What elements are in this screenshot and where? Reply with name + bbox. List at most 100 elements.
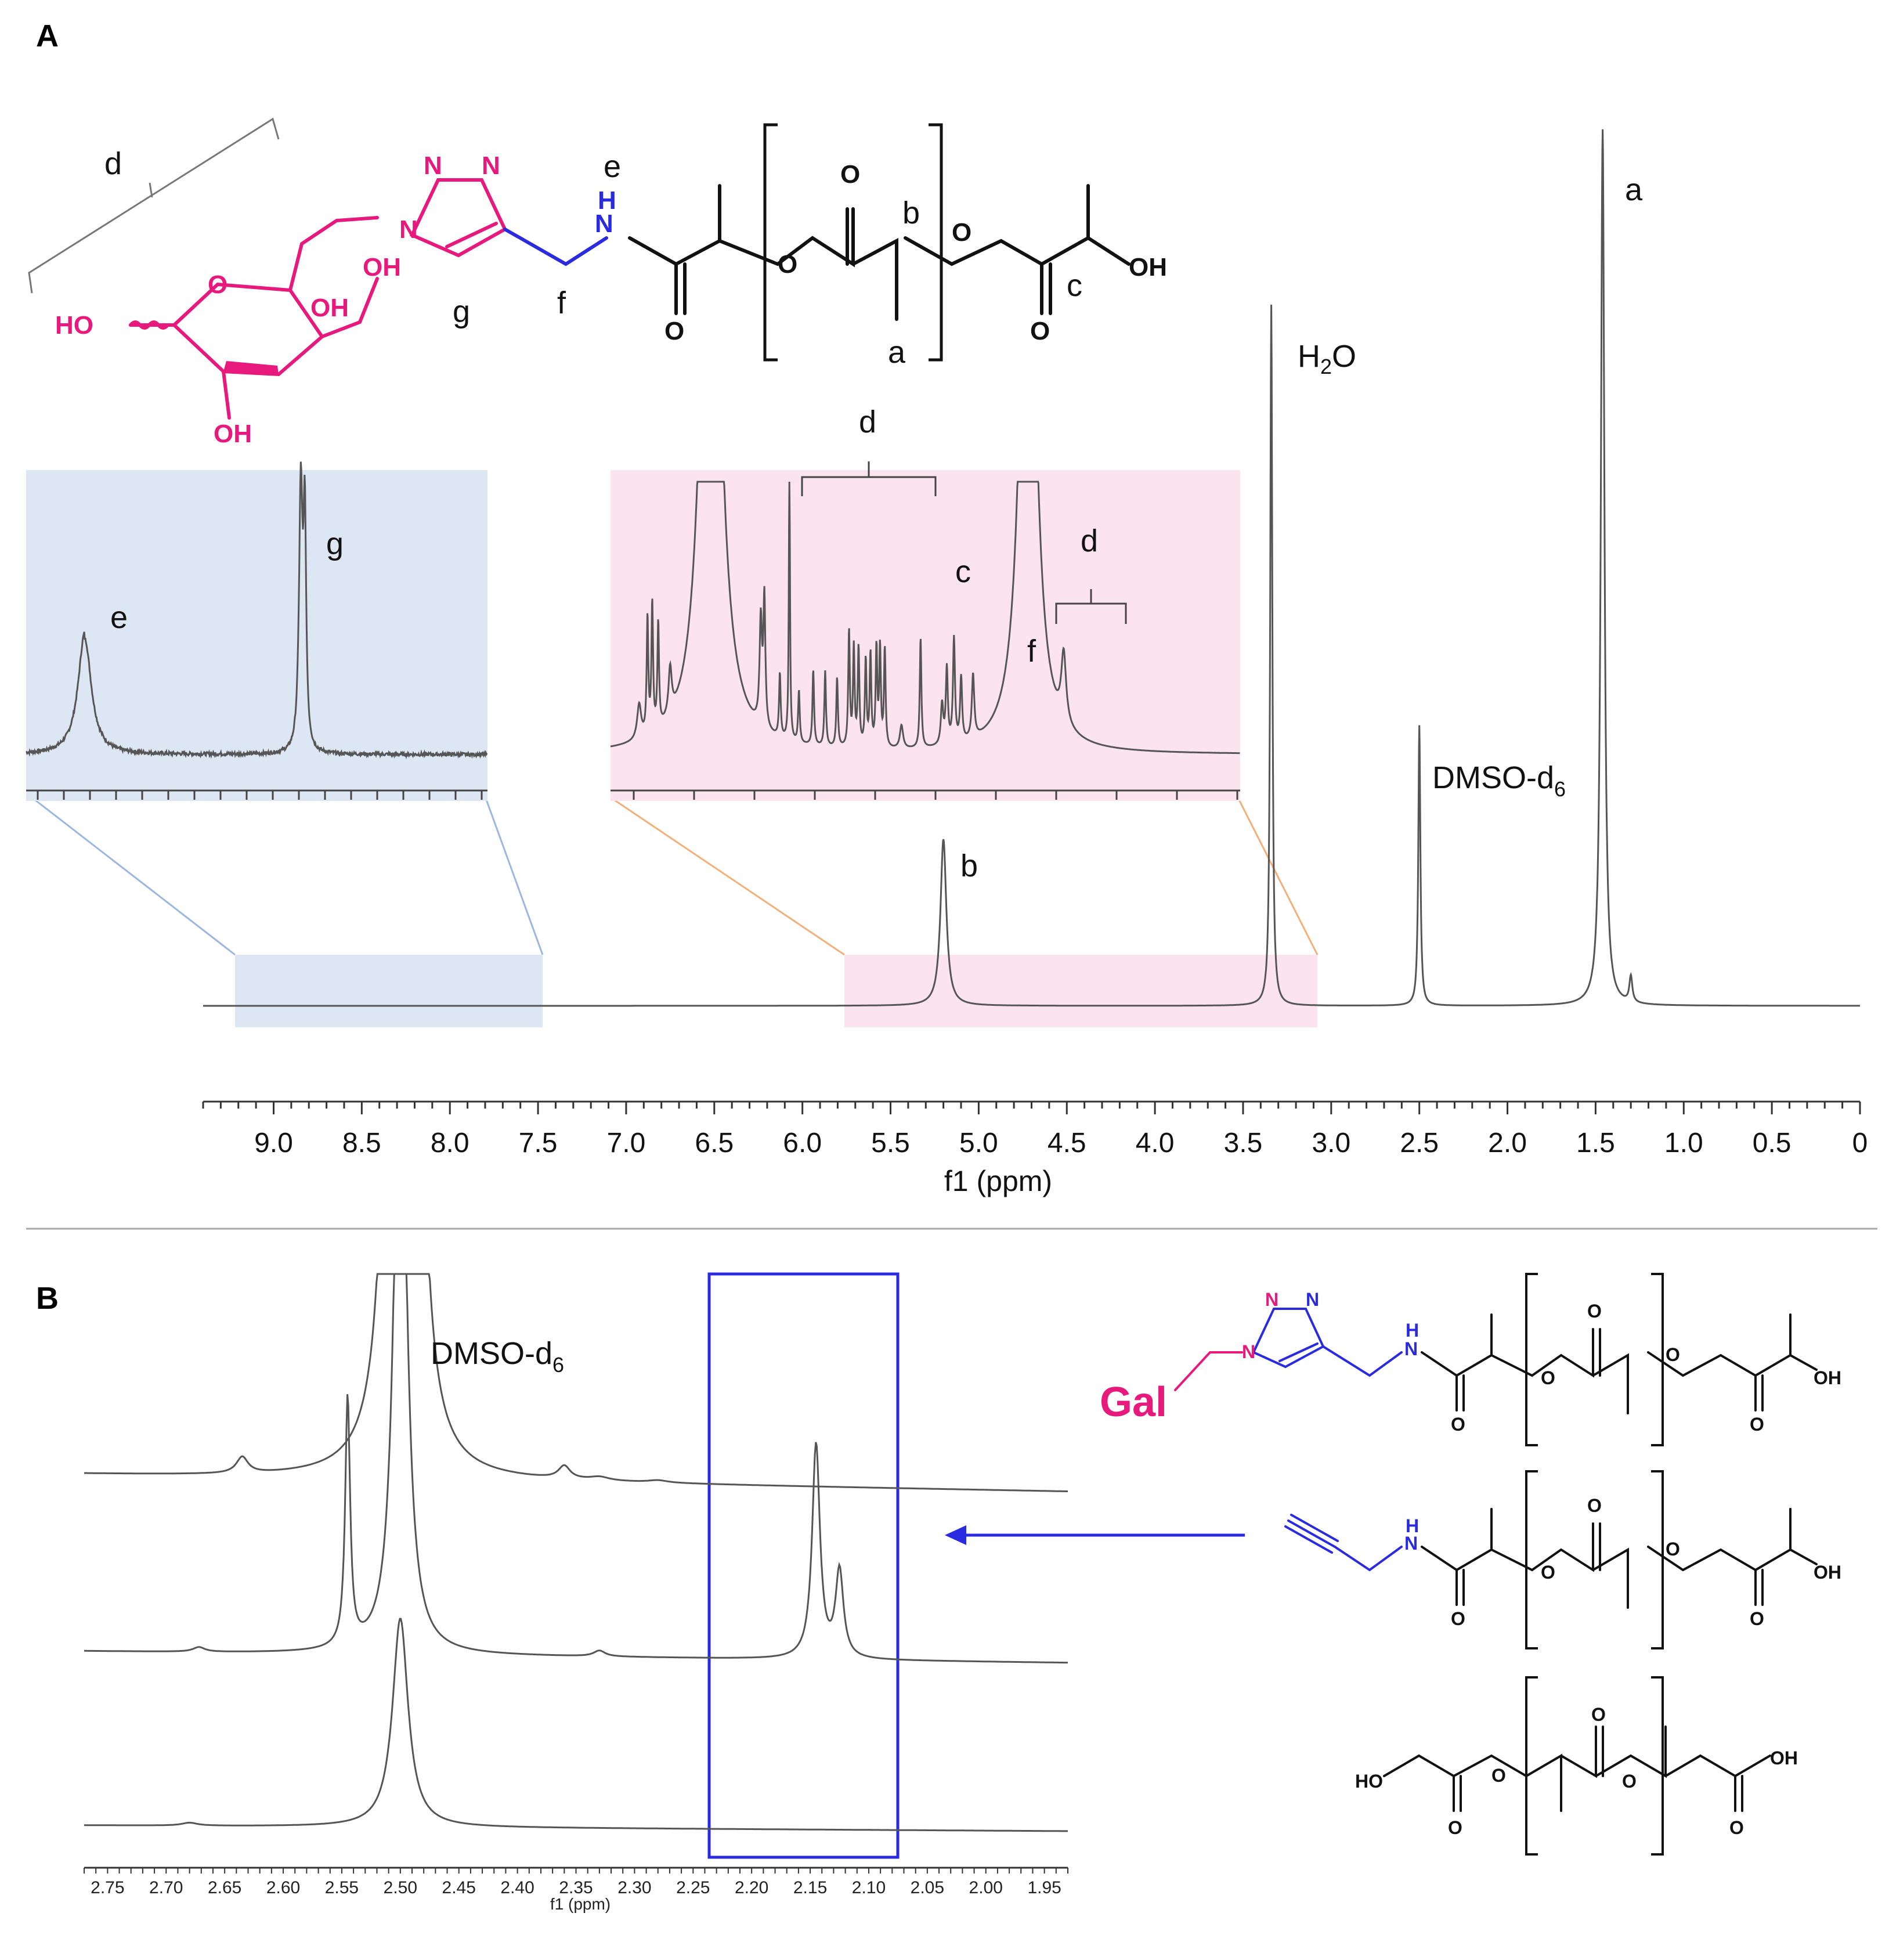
x-tick-label-b: 2.35: [559, 1878, 593, 1897]
dmso-b-sub: 6: [552, 1353, 564, 1377]
triazole-n3: N: [482, 151, 500, 180]
b3-o2: O: [1491, 1765, 1506, 1786]
highlight-region-pink: [844, 955, 1317, 1027]
b3-pla: [1383, 1726, 1771, 1812]
x-tick-label-a: 2.0: [1488, 1128, 1527, 1158]
repeat-bracket-a: [763, 123, 943, 362]
x-tick-label-b: 2.30: [617, 1878, 651, 1897]
b2-pla: [1421, 1508, 1818, 1609]
b2-o1: O: [1541, 1562, 1555, 1583]
b1-n1: N: [1242, 1341, 1255, 1362]
pla-o1: O: [778, 250, 797, 279]
sugar-oh-3: OH: [214, 420, 252, 448]
x-tick-label-a: 1.5: [1576, 1128, 1615, 1158]
sugar-oh-2: OH: [363, 253, 401, 281]
b3-o1: O: [1448, 1817, 1462, 1838]
x-axis-title-a: f1 (ppm): [944, 1165, 1052, 1197]
b3-o4: O: [1622, 1771, 1637, 1792]
b2-o4: O: [1666, 1539, 1680, 1560]
b3-o3: O: [1591, 1704, 1606, 1725]
pla-bonds: [628, 184, 1130, 321]
inset-label-d2: d: [1081, 524, 1098, 558]
zoom-line-pink-right: [1238, 799, 1319, 955]
x-tick-label-a: 8.5: [342, 1128, 381, 1158]
x-axis-title-b: f1 (ppm): [550, 1895, 611, 1913]
b3-ho: HO: [1355, 1771, 1383, 1792]
linker-h: H: [598, 186, 616, 215]
b1-o3: O: [1451, 1414, 1465, 1435]
h2o-sub: 2: [1320, 355, 1332, 378]
b2-oh: OH: [1814, 1562, 1841, 1583]
b1-n4: N: [1404, 1338, 1418, 1359]
pla-o3: O: [664, 317, 684, 345]
structure-label-d: d: [104, 146, 122, 181]
b2-brackets: [1525, 1470, 1664, 1649]
x-tick-label-b: 2.70: [149, 1878, 183, 1897]
b2-o2: O: [1587, 1495, 1602, 1516]
inset-label-f: f: [1027, 634, 1036, 669]
pla-o2: O: [840, 160, 860, 189]
x-tick-label-b: 2.25: [676, 1878, 710, 1897]
peak-label-dmso: DMSO-d6: [1432, 760, 1566, 801]
highlight-region-blue: [235, 955, 543, 1027]
sugar-ho: HO: [55, 311, 93, 340]
dmso-text: DMSO-d: [1432, 760, 1554, 795]
pla-o5: O: [1030, 317, 1050, 345]
x-tick-label-b: 2.75: [91, 1878, 124, 1897]
triazole-n1: N: [399, 215, 418, 244]
label-dmso-b: DMSO-d6: [431, 1336, 564, 1377]
b1-o2: O: [1587, 1301, 1602, 1322]
structure-a: d O HO OH OH OH N N N g N H e f O: [28, 117, 1167, 448]
b2-n: N: [1404, 1533, 1418, 1554]
sugar-o: O: [208, 270, 227, 299]
x-tick-label-a: 1.0: [1664, 1128, 1703, 1158]
inset-blue-axis: [26, 789, 487, 800]
structure-b1: Gal N N N N H O O O O O OH: [1100, 1273, 1841, 1446]
inset-blue-spectrum: [26, 461, 488, 760]
b2-alkyne: [1284, 1514, 1403, 1572]
x-tick-label-b: 2.65: [208, 1878, 241, 1897]
b2-o3: O: [1451, 1608, 1465, 1629]
x-tick-label-a: 6.5: [695, 1128, 734, 1158]
x-tick-label-b: 2.05: [911, 1878, 944, 1897]
x-tick-label-a: 3.0: [1312, 1128, 1350, 1158]
pla-oh: OH: [1129, 253, 1167, 281]
pla-o4: O: [952, 218, 971, 247]
zoom-line-pink-left: [613, 799, 845, 956]
structure-label-f: f: [557, 286, 566, 320]
h2o-o: O: [1332, 339, 1356, 374]
linker-n: N: [595, 210, 613, 238]
b2-o5: O: [1750, 1608, 1764, 1629]
sugar-ring: [171, 282, 324, 377]
x-tick-label-b: 2.40: [500, 1878, 534, 1897]
inset-blue: [26, 470, 487, 801]
structure-label-c: c: [1067, 268, 1082, 303]
sugar-oh-1: OH: [310, 294, 349, 322]
x-tick-label-b: 1.95: [1027, 1878, 1061, 1897]
x-tick-label-a: 3.5: [1224, 1128, 1263, 1158]
b1-brackets: [1525, 1273, 1664, 1446]
b1-gal-bond: [1174, 1351, 1243, 1391]
x-tick-label-a: 4.5: [1048, 1128, 1086, 1158]
x-tick-label-b: 2.15: [793, 1878, 827, 1897]
sugar-bonds: [129, 216, 379, 420]
x-tick-label-b: 2.10: [852, 1878, 886, 1897]
inset-pink: [611, 470, 1240, 801]
x-tick-label-a: 8.0: [431, 1128, 469, 1158]
zoom-line-blue-right: [485, 799, 544, 955]
peak-label-h2o: H2O: [1298, 339, 1356, 378]
x-tick-label-a: 5.5: [871, 1128, 910, 1158]
x-tick-label-a: 0.5: [1753, 1128, 1792, 1158]
x-tick-label-a: 4.0: [1136, 1128, 1175, 1158]
zoom-line-blue-left: [34, 799, 236, 956]
inset-label-g: g: [326, 526, 344, 561]
gal-text: Gal: [1100, 1379, 1167, 1425]
x-tick-label-b: 2.20: [735, 1878, 768, 1897]
b1-o5: O: [1750, 1414, 1764, 1435]
b1-o4: O: [1666, 1344, 1680, 1365]
x-tick-label-a: 6.0: [783, 1128, 822, 1158]
structure-label-e: e: [604, 149, 621, 184]
b3-o5: O: [1729, 1817, 1744, 1838]
b1-pla: [1421, 1313, 1818, 1414]
